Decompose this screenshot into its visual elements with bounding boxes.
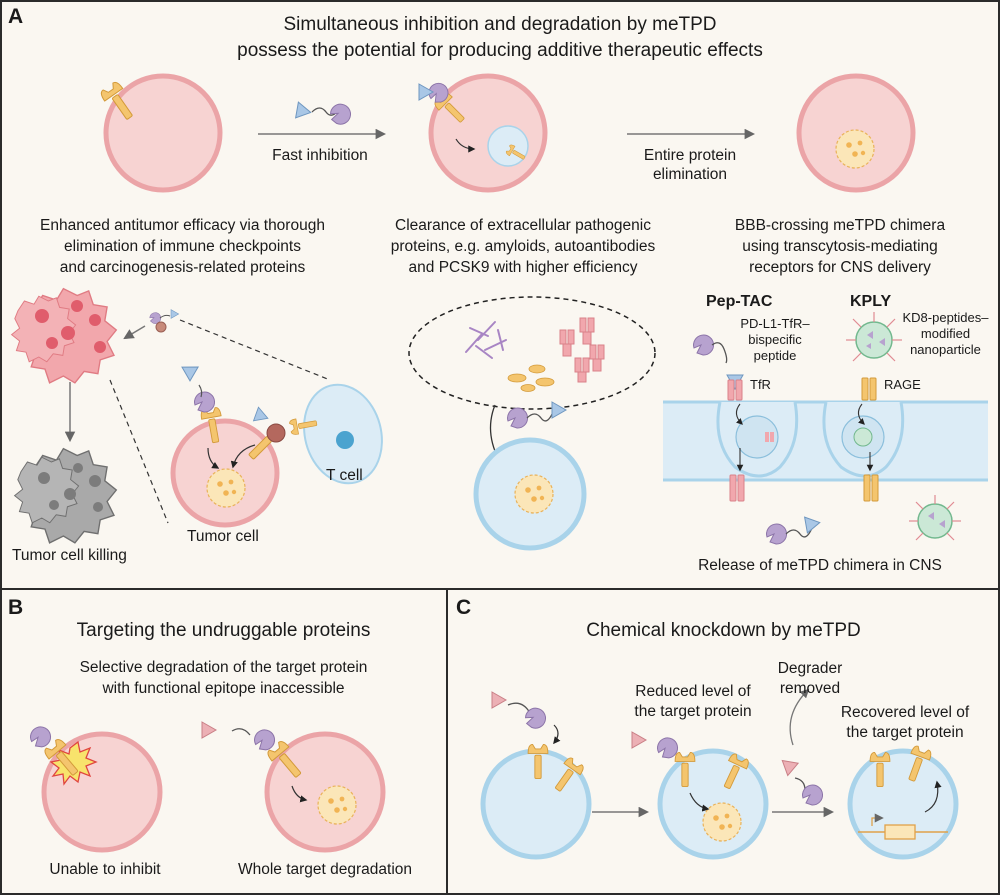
blue-cell-middle [473, 437, 587, 551]
col2-line3: and PCSK9 with higher efficiency [408, 259, 638, 276]
np-line2: modified [920, 326, 971, 341]
peptide-line3: peptide [753, 348, 797, 363]
panel-c-cell-1 [480, 691, 592, 860]
np-line1: KD8-peptides– [902, 310, 989, 325]
col1-line1: Enhanced antitumor efficacy via thorough [40, 217, 325, 234]
cell-intact [98, 73, 223, 193]
reduced-line2: the target protein [634, 703, 752, 720]
panel-a-title-line1: Simultaneous inhibition and degradation … [283, 14, 717, 35]
peptide-line2: bispecific [748, 332, 802, 347]
mini-degrader [147, 309, 179, 333]
panel-c-letter: C [456, 596, 472, 619]
kply-assembly [846, 312, 902, 502]
panel-b-letter: B [8, 596, 24, 619]
cell-inhibited [418, 73, 548, 193]
panel-b-cell-left [28, 724, 163, 853]
t-cell-label: T cell [326, 467, 363, 484]
bbb-membrane [663, 400, 988, 482]
col3-line3: receptors for CNS delivery [749, 259, 931, 276]
recovered-line1: Recovered level of [840, 704, 970, 721]
col2-line2: proteins, e.g. amyloids, autoantibodies [390, 238, 656, 255]
extracellular-proteins [408, 296, 656, 410]
kply-label: KPLY [850, 293, 892, 310]
tumor-cell-detail [170, 359, 286, 528]
panel-c-title: Chemical knockdown by meTPD [586, 620, 861, 641]
removed-degrader [781, 688, 824, 806]
tumor-cluster-dead [14, 447, 117, 544]
tumor-cluster-live [11, 287, 117, 384]
col2-line1: Clearance of extracellular pathogenic [395, 217, 651, 234]
col3-line1: BBB-crossing meTPD chimera [734, 217, 946, 234]
panel-c-cell-2 [631, 731, 769, 860]
panel-b-subtitle-line2: with functional epitope inaccessible [102, 680, 345, 697]
panel-b-cell-right [201, 721, 386, 853]
release-label: Release of meTPD chimera in CNS [698, 557, 942, 574]
arrow2-label-line1: Entire protein [643, 147, 737, 164]
reduced-line1: Reduced level of [635, 683, 751, 700]
col1-line3: and carcinogenesis-related proteins [59, 259, 306, 276]
arrow2-label-line2: elimination [652, 166, 728, 183]
arrow1-label: Fast inhibition [272, 147, 368, 164]
panel-c-cell-3 [847, 744, 959, 860]
pep-tac-assembly [693, 334, 774, 502]
t-cell [288, 383, 383, 485]
tumor-cell-label: Tumor cell [187, 528, 259, 545]
degrader-line1: Degrader [777, 660, 843, 677]
tumor-killing-label: Tumor cell killing [12, 547, 127, 564]
panel-a-title-line2: possess the potential for producing addi… [237, 40, 763, 61]
released-chimera [766, 495, 961, 545]
panel-b-subtitle-line1: Selective degradation of the target prot… [79, 659, 368, 676]
panel-b-right-caption: Whole target degradation [237, 861, 413, 878]
panel-b-title: Targeting the undruggable proteins [76, 620, 371, 641]
col3-line2: using transcytosis-mediating [742, 238, 938, 255]
free-degrader [295, 100, 354, 128]
pep-tac-label: Pep-TAC [706, 293, 773, 310]
col1-line2: elimination of immune checkpoints [64, 238, 301, 255]
rage-label: RAGE [884, 377, 921, 392]
panel-a-letter: A [8, 5, 24, 28]
tfr-label: TfR [750, 377, 771, 392]
degrader-line2: removed [779, 680, 841, 697]
np-line3: nanoparticle [910, 342, 981, 357]
panel-b-left-caption: Unable to inhibit [49, 861, 161, 878]
recovered-line2: the target protein [846, 724, 964, 741]
peptide-line1: PD-L1-TfR– [740, 316, 810, 331]
cell-cleared [796, 73, 916, 193]
